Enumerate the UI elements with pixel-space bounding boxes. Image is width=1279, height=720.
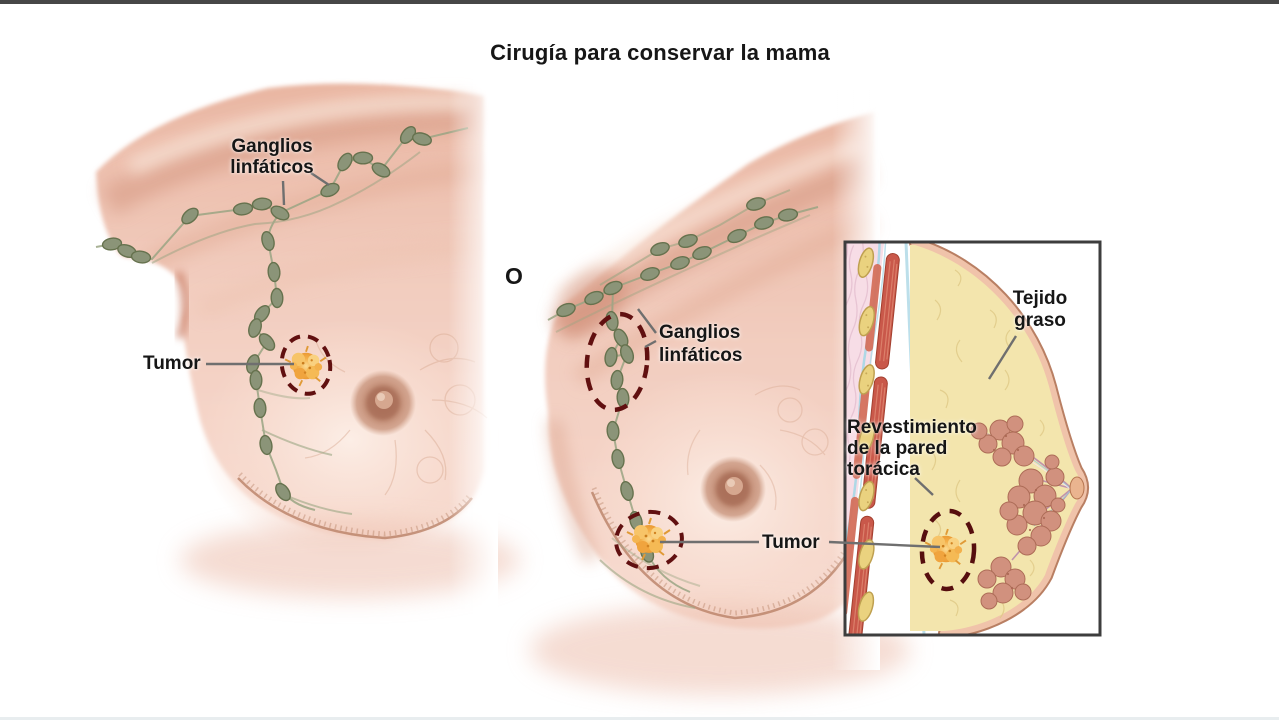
right-lymph-leader-line-2 [644, 339, 657, 349]
inset-chest-wall [845, 242, 900, 635]
right-lymph-ring [584, 311, 650, 413]
label-left-lymph-nodes: Ganglios linfáticos [198, 136, 346, 178]
right-underbreast-crease [590, 491, 854, 620]
inset-breast-section [909, 242, 1089, 635]
label-fatty-tissue: Tejido graso [988, 288, 1092, 332]
cross-section-inset [843, 240, 1102, 637]
chest-wall-leader-line [914, 477, 934, 496]
left-lymph-leader-line-2 [310, 172, 330, 186]
label-line: de la pared [847, 438, 948, 459]
right-nipple [700, 456, 766, 522]
label-line: torácica [847, 459, 920, 480]
label-line: linfáticos [659, 345, 743, 366]
label-right-tumor: Tumor [762, 532, 820, 553]
left-nipple [350, 370, 416, 436]
right-vein-pattern [686, 385, 829, 511]
inset-muscle-bands [845, 253, 900, 635]
inset-tumor-leader-line [828, 540, 941, 549]
inset-tumor-ring [919, 508, 977, 592]
label-line: Tejido [1012, 288, 1068, 309]
left-tumor-ring [279, 334, 333, 396]
label-left-tumor: Tumor [143, 353, 201, 374]
fatty-tissue-leader-line [987, 335, 1018, 380]
inset-border [843, 240, 1102, 637]
or-separator: O [505, 263, 523, 289]
page-title: Cirugía para conservar la mama [490, 40, 830, 65]
label-right-lymph-nodes: Ganglios linfáticos [659, 321, 789, 367]
inset-gland-lobes [970, 415, 1066, 610]
label-line: Ganglios [659, 322, 741, 343]
inset-ribs [857, 247, 876, 622]
label-line: Ganglios [231, 136, 313, 157]
label-line: graso [1014, 310, 1066, 331]
top-border-bar [0, 0, 1279, 4]
label-chest-wall-lining: Revestimiento de la pared torácica [847, 417, 997, 480]
bottom-border-bar [0, 717, 1279, 720]
label-line: linfáticos [230, 157, 314, 178]
left-armpit-notch [70, 258, 186, 346]
left-breast-illustration [70, 78, 520, 638]
leader-lines [206, 172, 1018, 549]
left-lymph-leader-line-1 [281, 180, 286, 206]
label-line: Revestimiento [847, 417, 977, 438]
right-tumor-ring [614, 509, 684, 571]
right-lymph-leader-line-1 [637, 308, 657, 334]
